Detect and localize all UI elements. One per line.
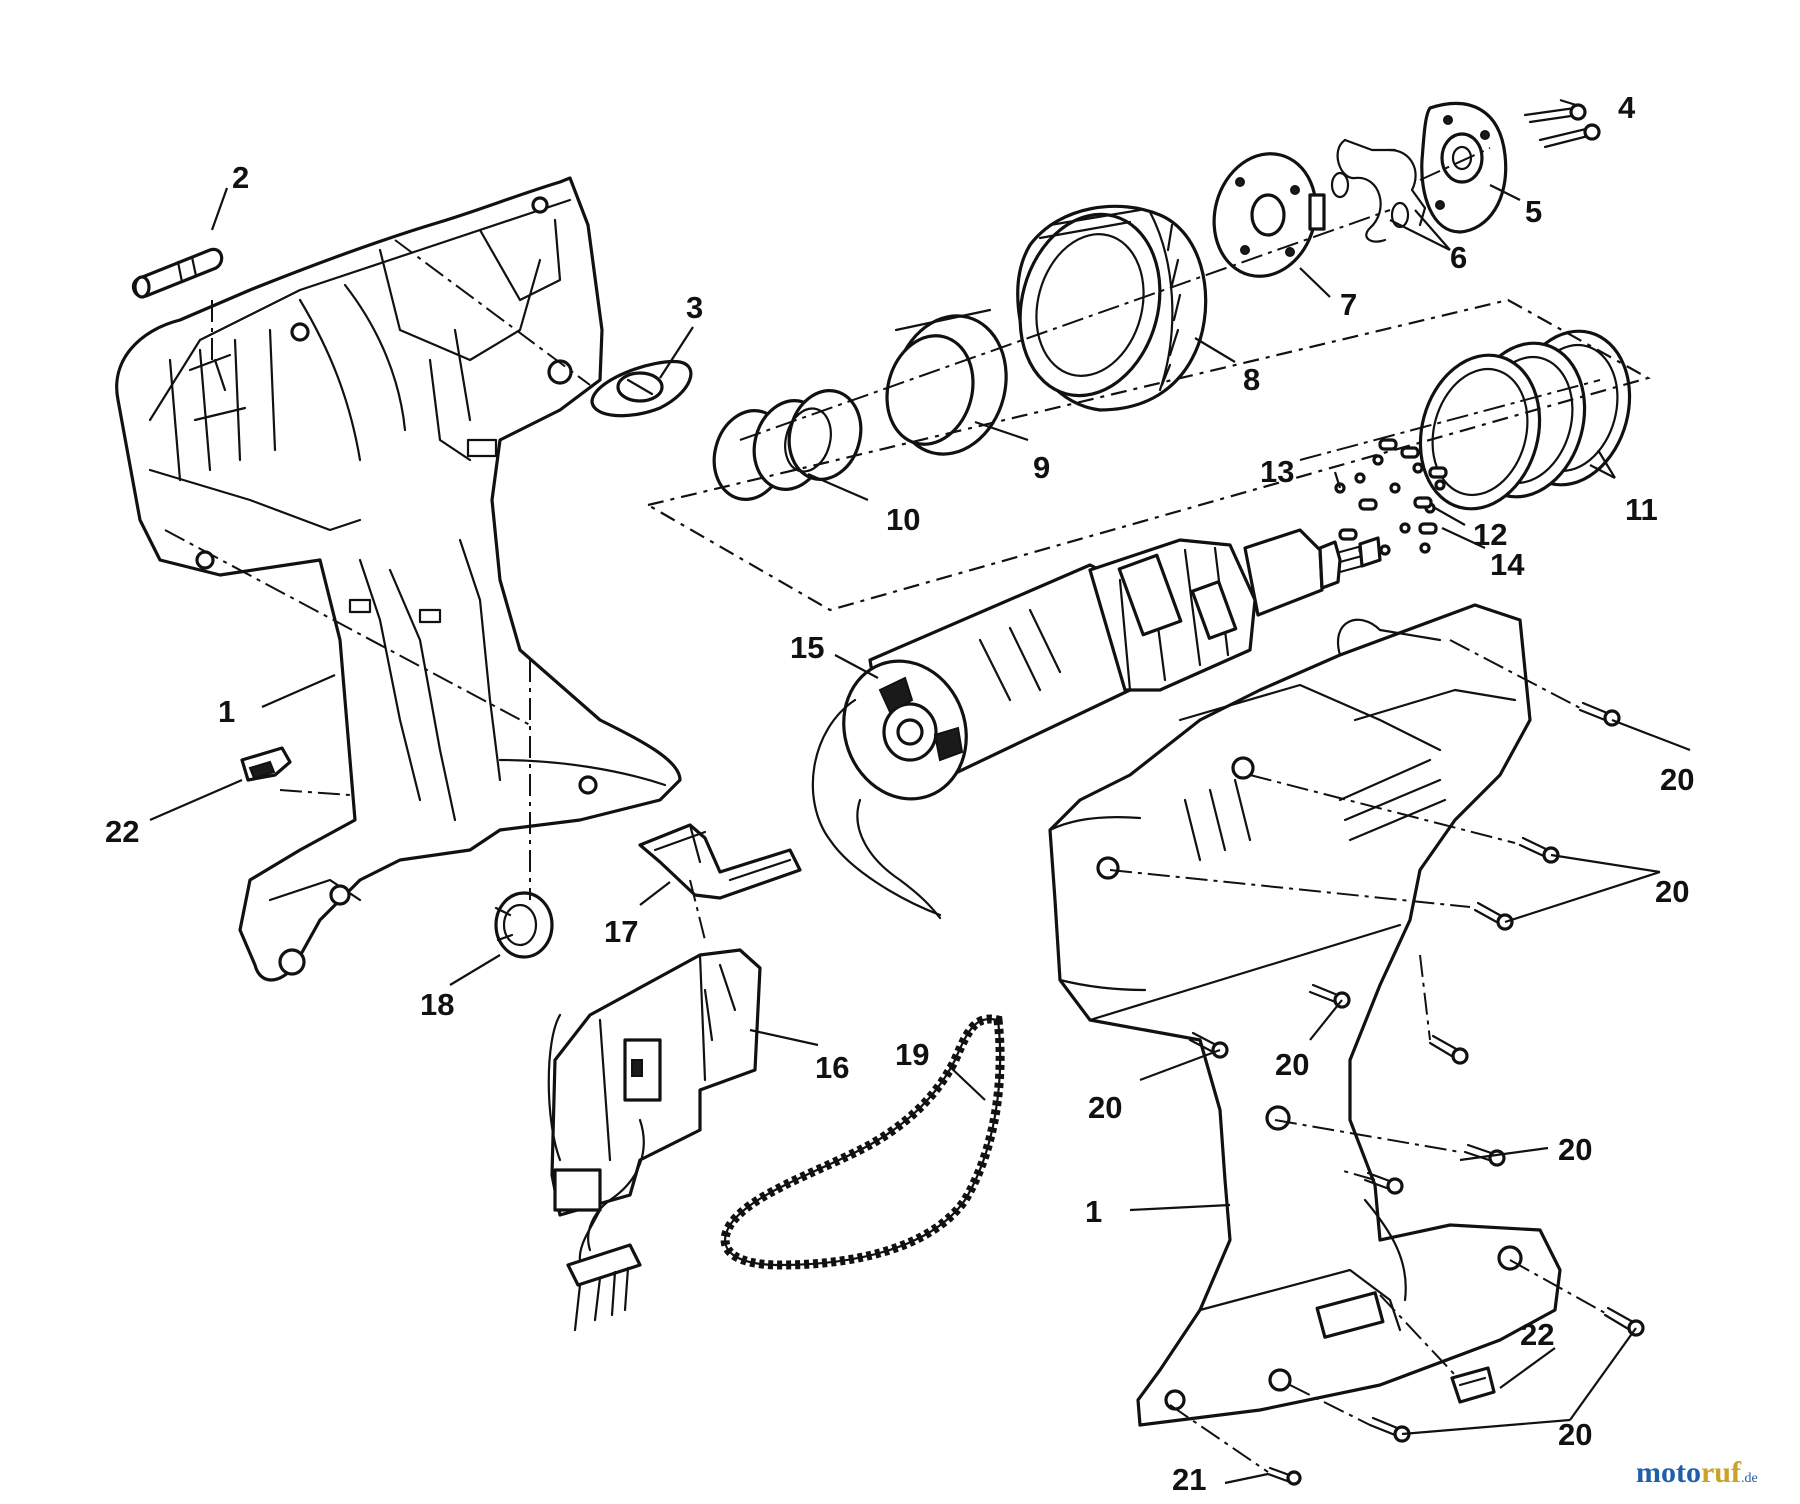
callout-1-right: 1 (1085, 1194, 1102, 1229)
ring-part-9 (885, 308, 1008, 456)
callout-labels: 2 3 4 5 6 7 8 9 10 11 12 13 14 15 1 22 1… (105, 90, 1694, 1497)
leader-lines (149, 98, 1691, 1485)
callout-3: 3 (686, 290, 703, 325)
motor-gearbox-part-15 (811, 528, 1382, 920)
clips-part-6 (1330, 138, 1427, 243)
callout-8: 8 (1243, 362, 1260, 397)
callout-2: 2 (232, 160, 249, 195)
callout-20-a: 20 (1660, 762, 1694, 797)
callout-17: 17 (604, 914, 638, 949)
callout-5: 5 (1525, 194, 1542, 229)
o-rings-part-11-12 (1418, 329, 1632, 511)
callout-1-left: 1 (218, 694, 235, 729)
alignment-lines (164, 147, 1651, 1473)
screw-part-21 (1266, 1466, 1302, 1486)
trigger-switch-part-16 (547, 948, 762, 1332)
clip-part-17 (638, 823, 802, 900)
callout-15: 15 (790, 630, 824, 665)
watermark-name-a: moto (1636, 1456, 1701, 1489)
callout-20-b: 20 (1655, 874, 1689, 909)
springs-part-10 (712, 388, 863, 502)
callout-14: 14 (1490, 547, 1525, 582)
callout-13: 13 (1260, 454, 1294, 489)
callout-6: 6 (1450, 240, 1467, 275)
callout-20-f: 20 (1558, 1417, 1592, 1452)
disc-part-5 (1420, 102, 1508, 234)
right-housing-half (1048, 603, 1562, 1427)
callout-22-right: 22 (1520, 1317, 1554, 1352)
clip-part-22-right (1450, 1366, 1496, 1404)
callout-20-d: 20 (1275, 1047, 1309, 1082)
callout-11: 11 (1625, 492, 1658, 527)
callout-21: 21 (1172, 1462, 1206, 1497)
callout-18: 18 (420, 987, 454, 1022)
callout-7: 7 (1340, 287, 1357, 322)
watermark-name-b: ruf (1701, 1456, 1742, 1489)
callout-12: 12 (1473, 517, 1507, 552)
left-housing-half (115, 176, 682, 982)
svg-text:motoruf.de: motoruf.de (1636, 1456, 1758, 1489)
screws-part-4 (1523, 103, 1601, 149)
callout-10: 10 (886, 502, 920, 537)
clip-part-22-left (240, 746, 292, 782)
plate-part-7 (1212, 152, 1326, 278)
callout-16: 16 (815, 1050, 849, 1085)
watermark-logo: motoruf.de (1636, 1456, 1758, 1489)
gear-collar-part-8 (1016, 204, 1208, 412)
callout-19: 19 (895, 1037, 929, 1072)
callout-20-c: 20 (1088, 1090, 1122, 1125)
callout-4: 4 (1618, 90, 1636, 125)
button-part-18 (494, 891, 554, 959)
callout-9: 9 (1033, 450, 1050, 485)
callout-22-left: 22 (105, 814, 139, 849)
selector-knob-part-3 (590, 359, 693, 418)
strap-part-19 (720, 1014, 1005, 1270)
callout-20-e: 20 (1558, 1132, 1592, 1167)
watermark-suffix: .de (1741, 1471, 1758, 1486)
pin-part-2 (131, 247, 224, 299)
